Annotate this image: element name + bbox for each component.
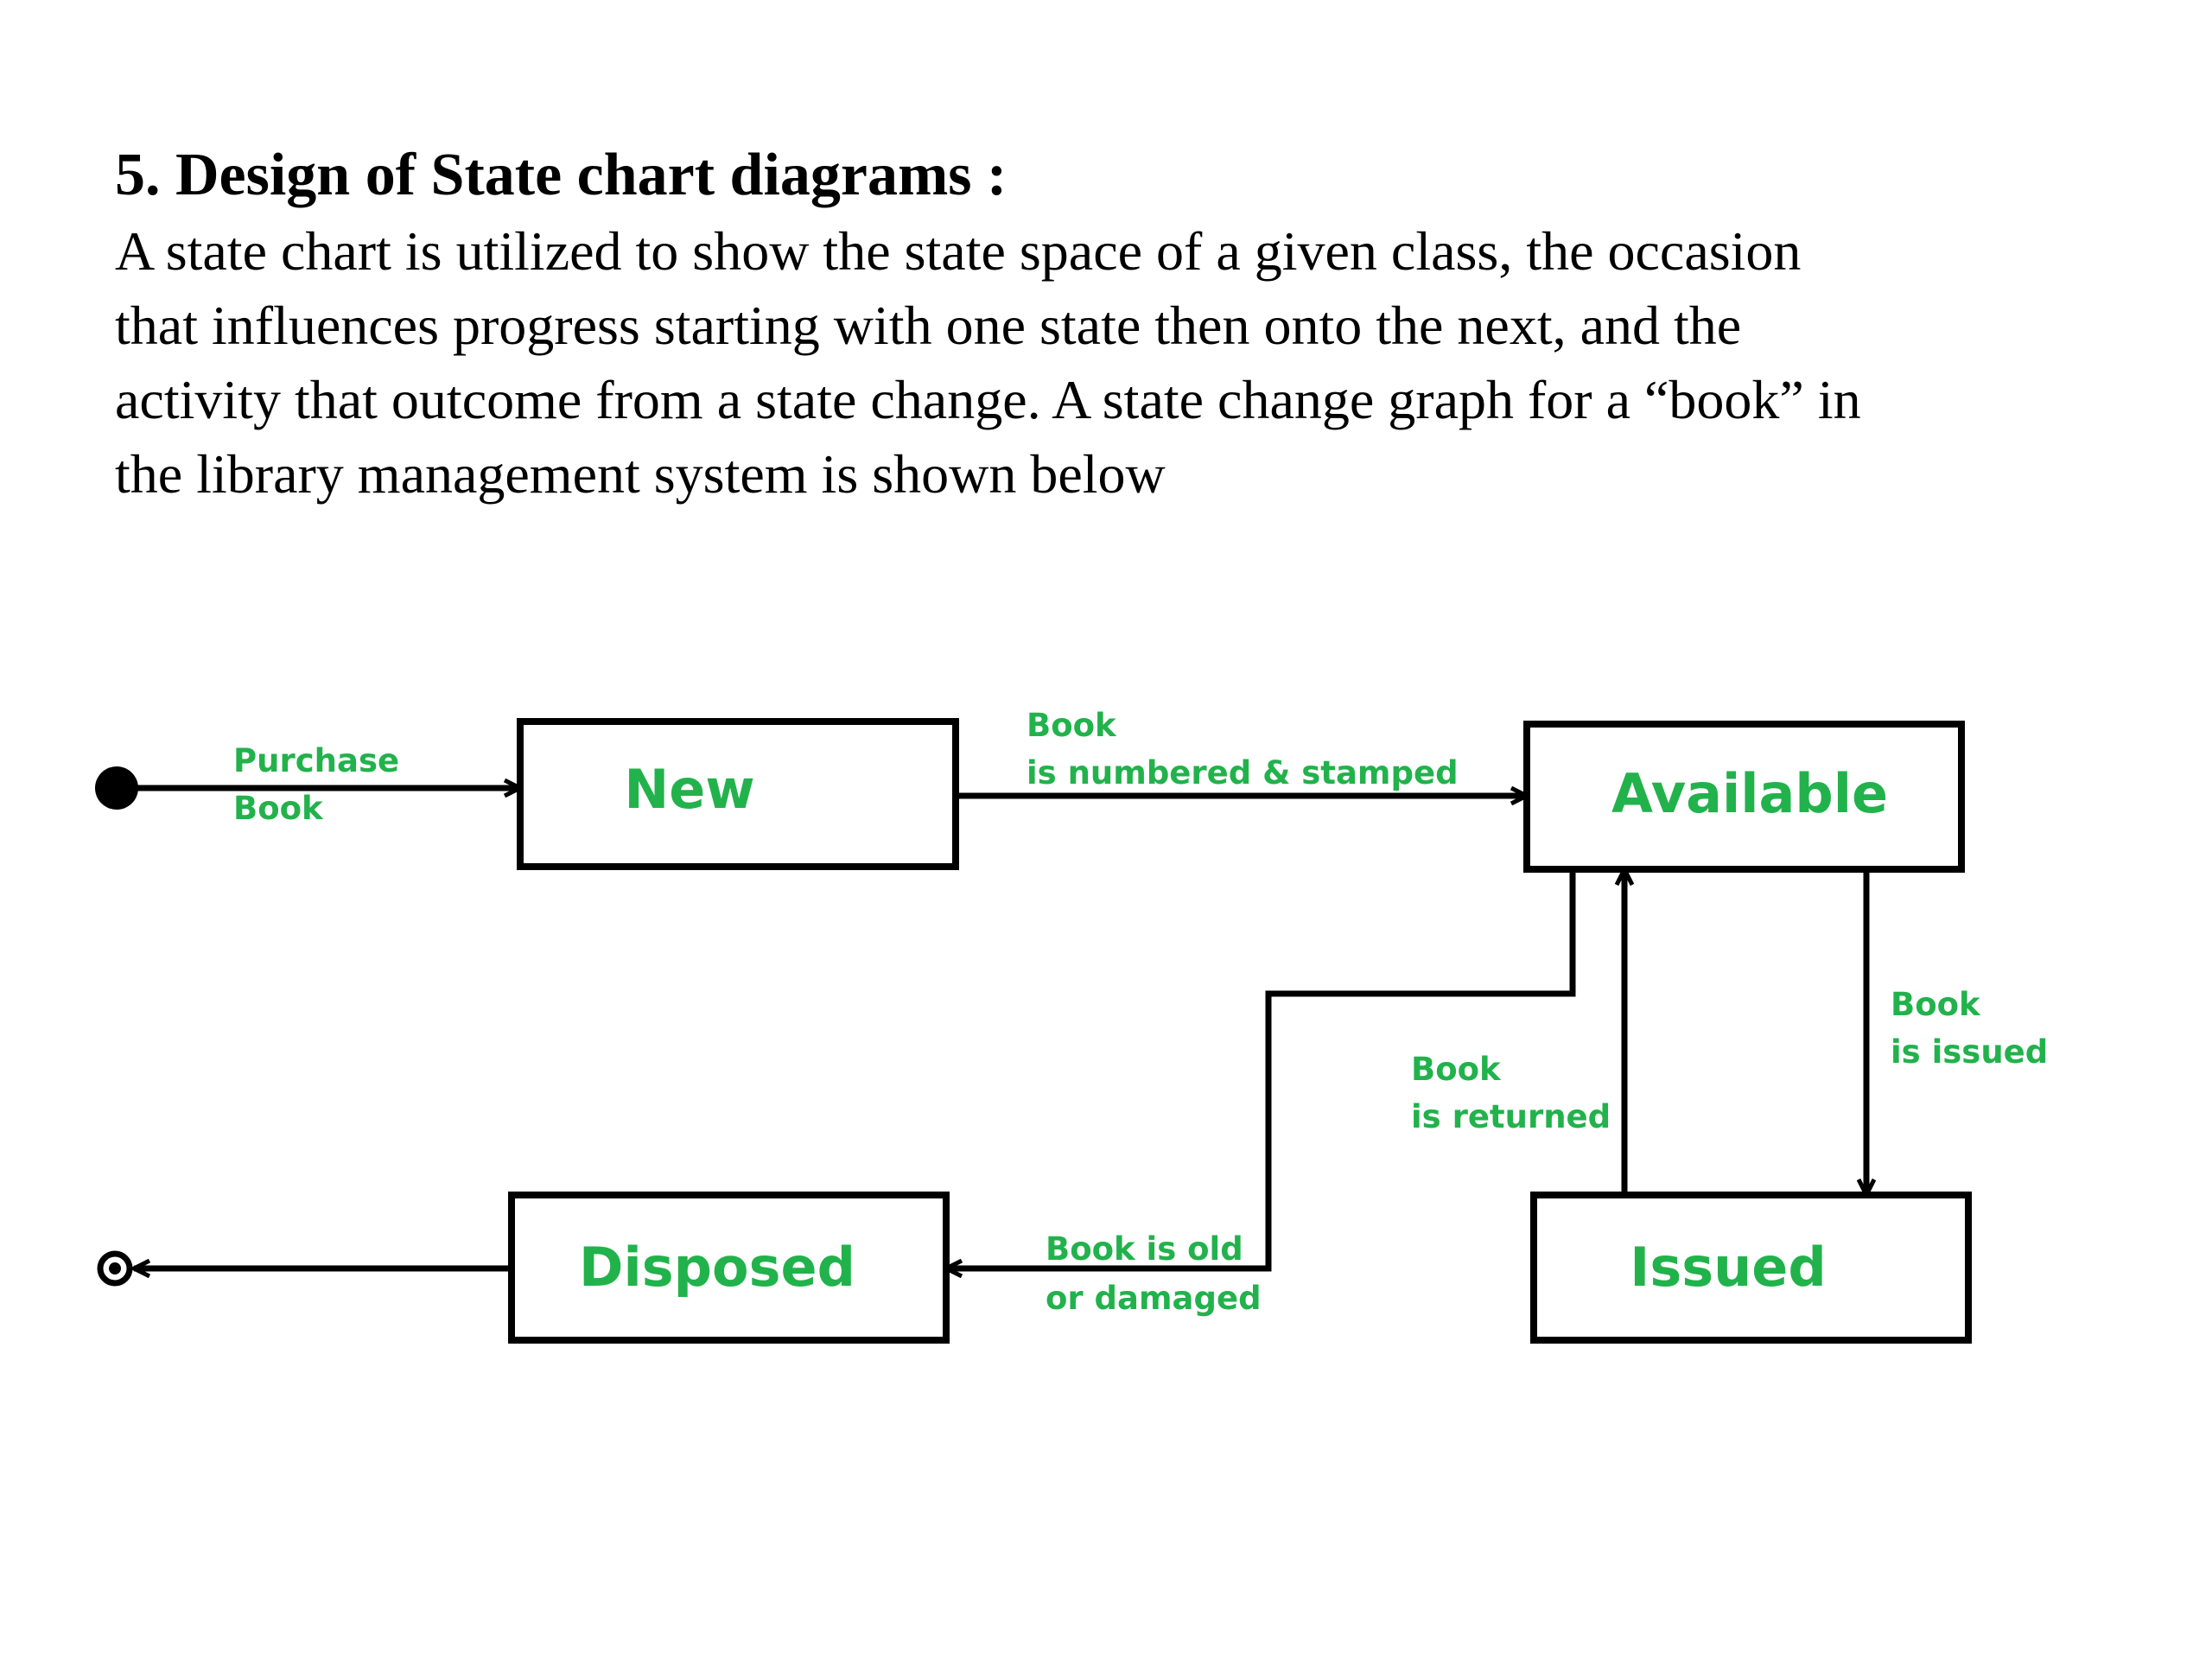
state-available-label: Available — [1611, 762, 1888, 825]
edge-label-numbered-1: Book — [1027, 707, 1117, 744]
description-line-3: activity that outcome from a state chang… — [115, 369, 1861, 430]
edge-label-returned-1: Book — [1411, 1051, 1502, 1088]
description-block: 5. Design of State chart diagrams : A st… — [115, 137, 2128, 512]
edge-label-issued-2: is issued — [1891, 1033, 2048, 1071]
edge-label-numbered-2: is numbered & stamped — [1027, 754, 1459, 791]
edge-available-to-disposed — [946, 869, 1576, 1268]
final-state-icon — [97, 1250, 133, 1287]
description-line-4: the library management system is shown b… — [115, 443, 1166, 505]
edge-label-old-2: or damaged — [1046, 1280, 1262, 1317]
description-line-2: that influences progress starting with o… — [115, 295, 1742, 356]
edge-label-issued-1: Book — [1891, 986, 1981, 1023]
state-disposed-label: Disposed — [579, 1236, 855, 1299]
state-issued — [1530, 1192, 1972, 1344]
edge-label-purchase-2: Book — [233, 790, 324, 827]
description-line-1: A state chart is utilized to show the st… — [115, 220, 1802, 282]
state-available — [1523, 721, 1965, 873]
state-new — [517, 718, 959, 870]
state-new-label: New — [624, 758, 754, 821]
state-issued-label: Issued — [1630, 1236, 1826, 1299]
section-heading: 5. Design of State chart diagrams : — [115, 142, 1007, 208]
edge-label-old-1: Book is old — [1046, 1230, 1243, 1268]
edge-label-returned-2: is returned — [1411, 1098, 1611, 1135]
edge-label-purchase-1: Purchase — [233, 742, 399, 779]
